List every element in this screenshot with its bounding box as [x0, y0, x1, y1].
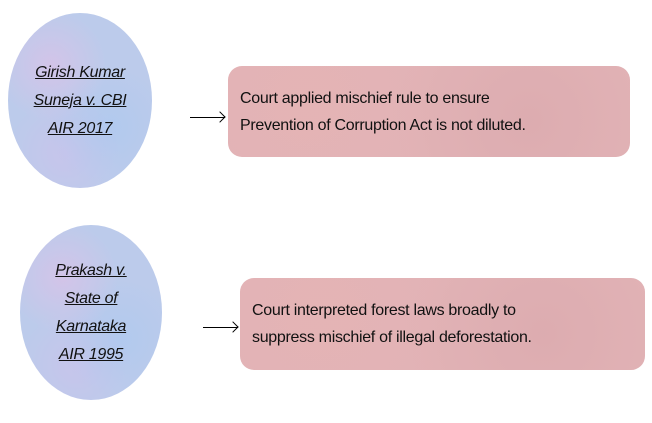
description-line: Court interpreted forest laws broadly to — [252, 302, 516, 319]
case-name-line: State of — [64, 289, 118, 307]
case-name-line: Suneja v. CBI — [33, 91, 127, 109]
case-description-box: Court interpreted forest laws broadly to… — [240, 278, 645, 370]
case-circle-prakash: Prakash v. State of Karnataka AIR 1995 — [20, 225, 162, 400]
case-name-line: Girish Kumar — [35, 63, 125, 81]
description-line: Prevention of Corruption Act is not dilu… — [240, 116, 526, 134]
case-circle-girish-kumar-suneja: Girish Kumar Suneja v. CBI AIR 2017 — [8, 13, 152, 188]
arrow-icon — [203, 327, 238, 328]
description-line: Court applied mischief rule to ensure — [240, 89, 490, 107]
case-name-line: AIR 2017 — [47, 119, 113, 137]
arrow-icon — [190, 117, 225, 118]
case-name-line: Karnataka — [55, 317, 127, 335]
case-description-box: Court applied mischief rule to ensure Pr… — [228, 66, 630, 157]
case-name-line: Prakash v. — [55, 261, 127, 279]
case-name-line: AIR 1995 — [58, 345, 124, 363]
description-line: suppress mischief of illegal deforestati… — [252, 329, 532, 346]
